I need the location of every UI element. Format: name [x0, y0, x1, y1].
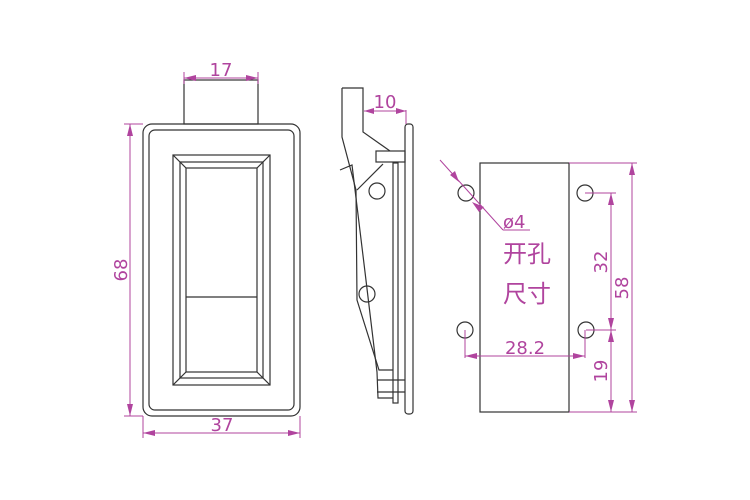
button-bevel-outer: [172, 154, 271, 386]
dim-17-label: 17: [210, 60, 233, 81]
dim-19-label: 19: [591, 360, 612, 383]
dim-28-2-label: 28.2: [505, 338, 545, 359]
mount-hole: [457, 184, 475, 202]
button-bevel-mid: [179, 161, 264, 379]
lever-top: [342, 87, 391, 152]
front-view: 17 68 37: [111, 60, 301, 438]
face-plate: [404, 123, 414, 415]
pivot-hole: [368, 182, 386, 200]
hole-diameter-label: ø4: [503, 212, 525, 233]
cutout-label-2: 尺寸: [503, 280, 551, 308]
back-plate: [392, 162, 399, 404]
outer-frame: [142, 123, 301, 417]
dim-10-label: 10: [374, 92, 397, 113]
dim-32-label: 32: [591, 251, 612, 274]
button-inner: [185, 167, 258, 373]
pivot-hole: [358, 285, 376, 303]
cutout-label-1: 开孔: [503, 240, 551, 268]
bracket: [375, 150, 406, 163]
inner-frame: [148, 129, 295, 411]
top-tab: [183, 79, 259, 125]
cutout-view: ø4 开孔 尺寸 28.2 32 19 58: [439, 159, 637, 413]
cutout-rect: [479, 162, 570, 413]
dim-68-label: 68: [111, 259, 132, 282]
side-view: 10: [339, 87, 414, 415]
dim-37-label: 37: [211, 415, 234, 436]
dim-58-label: 58: [612, 277, 633, 300]
